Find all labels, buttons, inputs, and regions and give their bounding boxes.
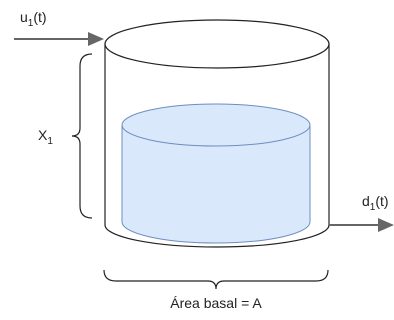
inflow-label: u1(t) <box>20 9 47 29</box>
height-brace <box>71 53 93 219</box>
tank-body <box>104 44 330 248</box>
inflow-arrow <box>14 32 104 46</box>
liquid-surface <box>121 103 311 147</box>
base-brace <box>103 269 329 290</box>
base-area-label: Área basal = A <box>170 295 262 311</box>
tank-top-rim <box>104 19 330 69</box>
level-label: X1 <box>38 127 53 147</box>
outflow-label: d1(t) <box>362 193 389 213</box>
liquid-body <box>121 124 311 244</box>
tank <box>104 19 330 248</box>
liquid <box>121 103 311 244</box>
outflow-arrow <box>329 218 394 232</box>
